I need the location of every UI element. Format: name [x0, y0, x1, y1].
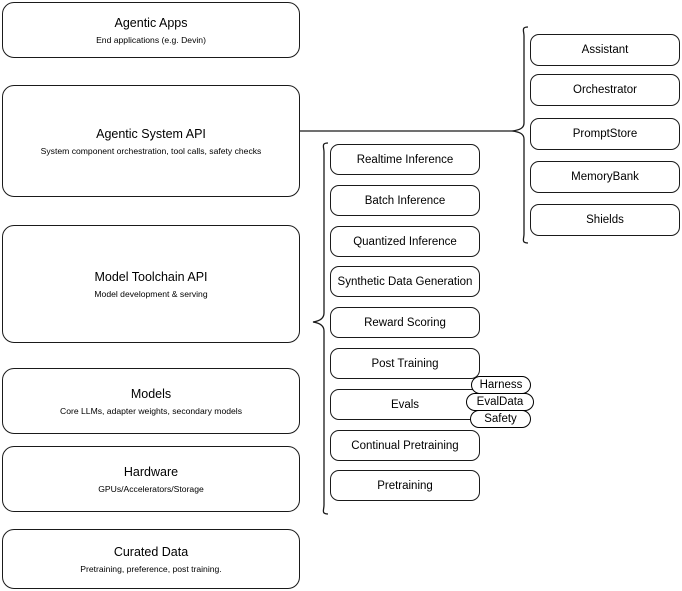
toolchain-component-quantized-inference[interactable]: Quantized Inference — [330, 226, 480, 257]
stack-layer-title: Hardware — [123, 464, 179, 479]
toolchain-component-realtime-inference[interactable]: Realtime Inference — [330, 144, 480, 175]
eval-subcomponent-safety[interactable]: Safety — [470, 410, 531, 428]
stack-layer-subtitle: Core LLMs, adapter weights, secondary mo… — [60, 405, 242, 416]
component-label: Synthetic Data Generation — [337, 275, 473, 288]
system-component-orchestrator[interactable]: Orchestrator — [530, 74, 680, 106]
pill-label: Safety — [484, 412, 517, 425]
component-label: Shields — [586, 214, 624, 226]
toolchain-component-batch-inference[interactable]: Batch Inference — [330, 185, 480, 216]
eval-subcomponent-evaldata[interactable]: EvalData — [466, 393, 534, 411]
system-components-brace — [511, 26, 529, 244]
component-label: Realtime Inference — [356, 153, 454, 166]
pill-label: EvalData — [476, 395, 524, 408]
stack-layer-curated-data[interactable]: Curated Data Pretraining, preference, po… — [2, 529, 300, 589]
component-label: Continual Pretraining — [351, 439, 459, 452]
system-component-shields[interactable]: Shields — [530, 204, 680, 236]
stack-layer-subtitle: System component orchestration, tool cal… — [40, 145, 262, 156]
toolchain-components-brace — [312, 142, 329, 515]
component-label: Assistant — [581, 44, 629, 56]
component-label: Batch Inference — [364, 194, 446, 207]
component-label: MemoryBank — [571, 171, 639, 183]
component-label: PromptStore — [572, 128, 638, 140]
toolchain-component-reward-scoring[interactable]: Reward Scoring — [330, 307, 480, 338]
stack-layer-model-toolchain-api[interactable]: Model Toolchain API Model development & … — [2, 225, 300, 343]
stack-layer-models[interactable]: Models Core LLMs, adapter weights, secon… — [2, 368, 300, 434]
pill-label: Harness — [479, 378, 523, 391]
stack-layer-subtitle: Pretraining, preference, post training. — [80, 563, 222, 574]
stack-layer-hardware[interactable]: Hardware GPUs/Accelerators/Storage — [2, 446, 300, 512]
toolchain-component-synthetic-data-generation[interactable]: Synthetic Data Generation — [330, 266, 480, 297]
system-component-memorybank[interactable]: MemoryBank — [530, 161, 680, 193]
toolchain-component-pretraining[interactable]: Pretraining — [330, 470, 480, 501]
stack-layer-title: Model Toolchain API — [94, 269, 208, 284]
stack-layer-subtitle: Model development & serving — [94, 288, 208, 299]
component-label: Orchestrator — [573, 84, 637, 96]
eval-subcomponent-harness[interactable]: Harness — [471, 376, 531, 394]
stack-layer-agentic-apps[interactable]: Agentic Apps End applications (e.g. Devi… — [2, 2, 300, 58]
component-label: Reward Scoring — [364, 316, 446, 329]
component-label: Pretraining — [377, 479, 433, 492]
stack-layer-title: Agentic System API — [96, 126, 206, 141]
toolchain-component-post-training[interactable]: Post Training — [330, 348, 480, 379]
stack-layer-agentic-system-api[interactable]: Agentic System API System component orch… — [2, 85, 300, 197]
component-label: Quantized Inference — [353, 235, 457, 248]
stack-layer-subtitle: End applications (e.g. Devin) — [96, 34, 206, 45]
stack-layer-subtitle: GPUs/Accelerators/Storage — [98, 483, 204, 494]
stack-layer-title: Models — [130, 386, 172, 401]
toolchain-component-continual-pretraining[interactable]: Continual Pretraining — [330, 430, 480, 461]
stack-layer-title: Curated Data — [113, 544, 189, 559]
component-label: Evals — [390, 398, 420, 411]
stack-layer-title: Agentic Apps — [114, 15, 188, 30]
component-label: Post Training — [371, 357, 439, 370]
system-component-assistant[interactable]: Assistant — [530, 34, 680, 66]
toolchain-component-evals[interactable]: Evals — [330, 389, 480, 420]
system-component-promptstore[interactable]: PromptStore — [530, 118, 680, 150]
